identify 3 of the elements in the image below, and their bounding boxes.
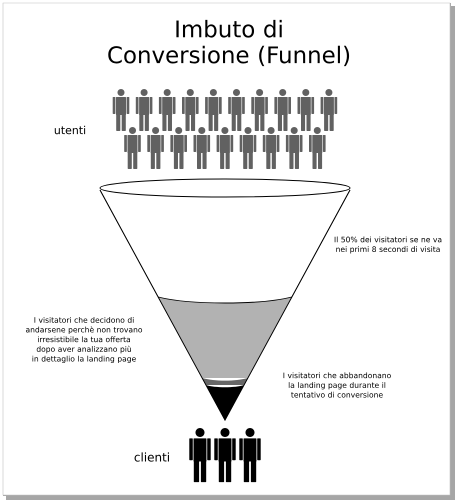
people-label: clienti	[134, 452, 169, 462]
title: Imbuto di Conversione (Funnel)	[108, 20, 350, 66]
people-label: utenti	[54, 126, 86, 134]
